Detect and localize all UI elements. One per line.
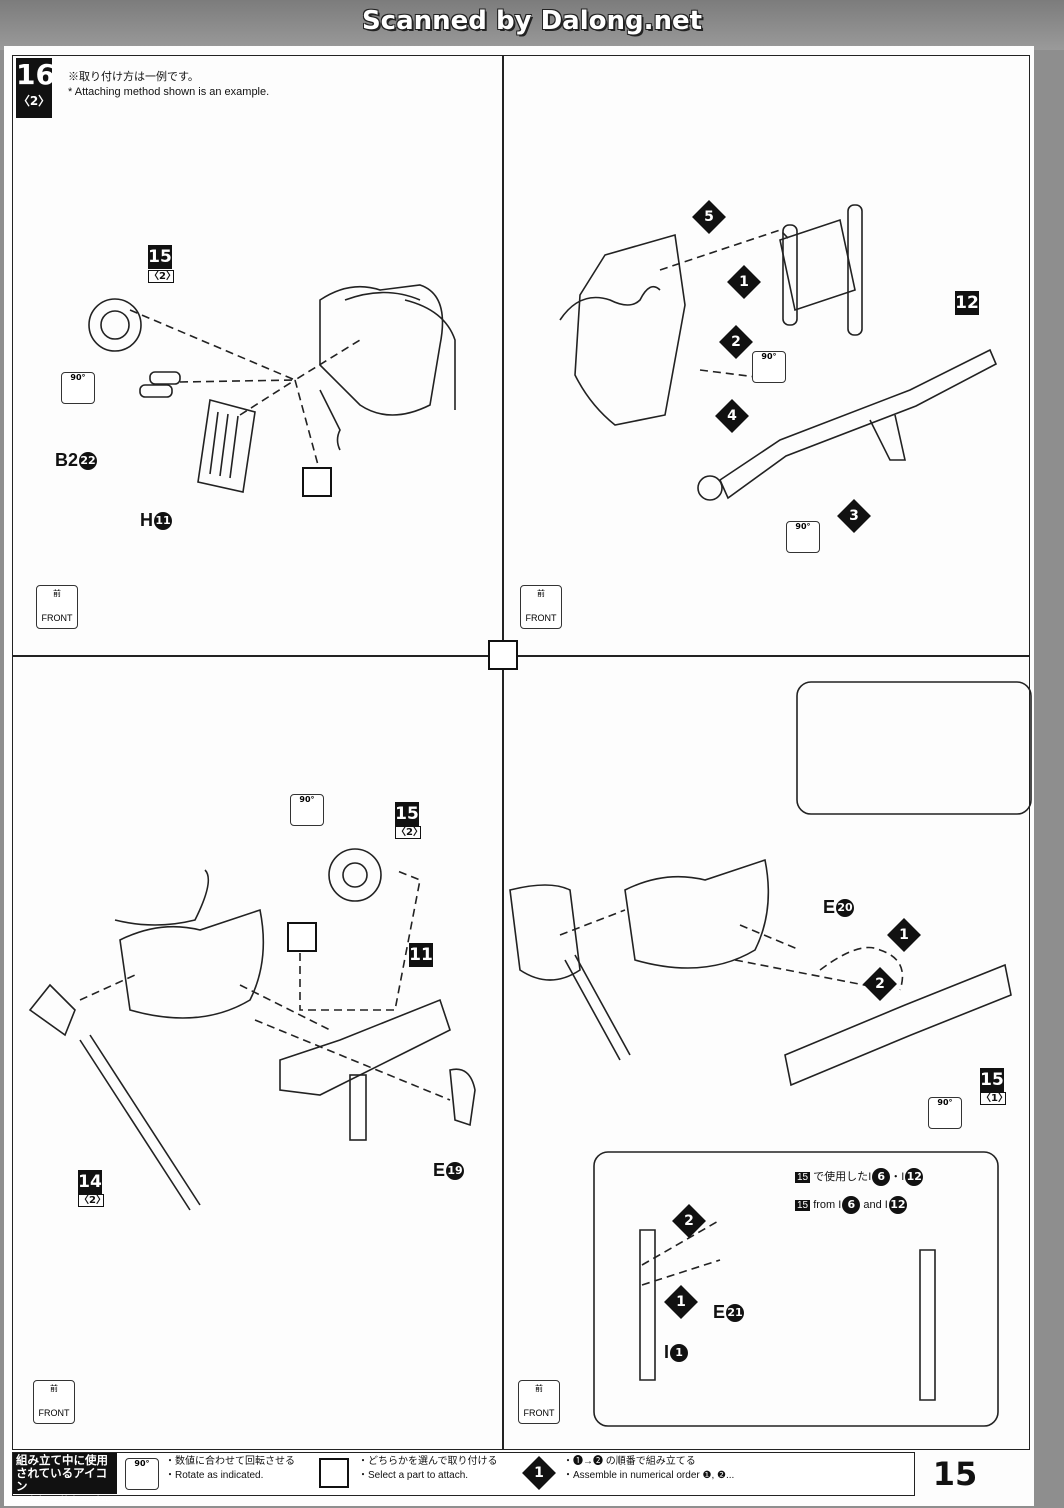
page-number: 15 <box>932 1455 978 1493</box>
rotate-90-icon: 90° <box>752 351 786 383</box>
step-sub: 〈2〉 <box>17 94 51 108</box>
legend-rotate-icon: 90° <box>125 1458 159 1490</box>
step-badge: 16 〈2〉 <box>16 58 55 118</box>
select-part-icon <box>302 467 332 497</box>
step-marker-2c: 2 <box>684 1213 694 1229</box>
step-marker-2b: 2 <box>875 976 885 992</box>
legend-select: ・どちらかを選んで取り付ける・Select a part to attach. <box>358 1456 498 1481</box>
select-part-icon <box>287 922 317 952</box>
scan-credit: Scanned by Dalong.net <box>361 6 703 36</box>
legend-rotate: ・数値に合わせて回転させる・Rotate as indicated. <box>165 1456 295 1481</box>
panel-tr-backpack-illustration <box>559 204 998 501</box>
step-marker-1c: 1 <box>676 1294 686 1310</box>
panel-divider-horizontal <box>12 655 1030 657</box>
attach-note-en: * Attaching method shown is an example. <box>68 86 270 98</box>
step-marker-2: 2 <box>731 334 741 350</box>
step-marker-5: 5 <box>704 209 714 225</box>
step-number: 16 <box>16 58 55 91</box>
tag-part-15c-sub: 〈1〉 <box>980 1092 1008 1105</box>
attach-note: ※取り付け方は一例です。 * Attaching method shown is… <box>68 70 269 100</box>
rotate-90-icon: 90° <box>786 521 820 553</box>
panel-divider-vertical <box>502 55 504 1450</box>
rotate-90-icon: 90° <box>928 1097 962 1129</box>
tag-part-15b: 15 <box>395 802 419 826</box>
tag-part-15-sub: 〈2〉 <box>148 270 176 283</box>
inset-tag-15: 15 <box>795 1199 811 1211</box>
tag-part-15b-sub: 〈2〉 <box>395 826 423 839</box>
legend-select-icon <box>319 1458 349 1488</box>
tag-part-15: 15 <box>148 245 172 269</box>
attach-note-jp: ※取り付け方は一例です。 <box>68 71 199 83</box>
tag-part-12: 12 <box>955 291 979 315</box>
panel-bl-rifle-illustration <box>28 848 476 1211</box>
step-marker-4: 4 <box>727 408 737 424</box>
scan-header-bar <box>0 0 1064 50</box>
step-marker-1b: 1 <box>899 927 909 943</box>
step-marker-1: 1 <box>739 274 749 290</box>
tag-part-14-sub: 〈2〉 <box>78 1194 106 1207</box>
rotate-90-icon: 90° <box>290 794 324 826</box>
legend-title: 組み立て中に使用 されているアイコン Symbols used in instr… <box>13 1453 117 1503</box>
step-marker-3: 3 <box>849 508 859 524</box>
page-frame <box>12 55 1030 1450</box>
tag-part-15c: 15 <box>980 1068 1004 1092</box>
symbol-legend: 組み立て中に使用 されているアイコン Symbols used in instr… <box>12 1452 915 1503</box>
legend-order-num: 1 <box>534 1465 544 1481</box>
panel-br-bazooka-illustration <box>509 681 1032 1427</box>
tag-part-11: 11 <box>409 943 433 967</box>
rotate-90-icon: 90° <box>61 372 95 404</box>
select-part-icon <box>488 640 518 670</box>
panel-tl-waist-illustration <box>88 284 456 493</box>
tag-part-14: 14 <box>78 1170 102 1194</box>
legend-order: ・❶→❷ の順番で組み立てる・Assemble in numerical ord… <box>563 1456 735 1481</box>
inset-tag-15: 15 <box>795 1172 811 1183</box>
